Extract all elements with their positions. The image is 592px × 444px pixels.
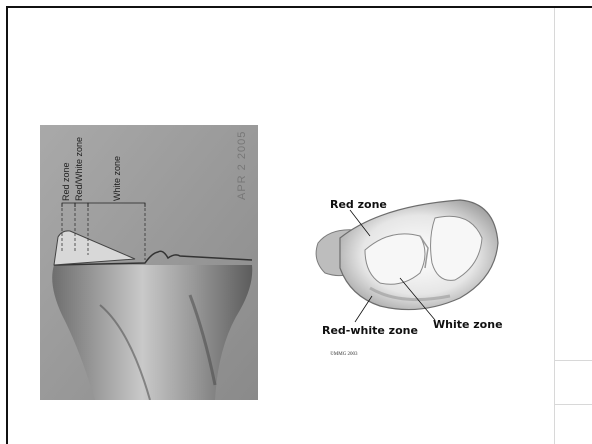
photo-label-red-white-zone: Red/White zone	[74, 137, 84, 201]
meniscus-illustration	[310, 188, 510, 368]
label-white-zone: White zone	[433, 318, 503, 331]
side-panel	[554, 8, 592, 444]
knee-photo: Red zone Red/White zone White zone APR 2…	[40, 125, 258, 400]
copyright-text: ©MMG 2003	[330, 352, 358, 357]
photo-label-red-zone: Red zone	[61, 162, 71, 201]
photo-date-stamp: APR 2 2005	[236, 131, 248, 200]
label-red-zone: Red zone	[330, 198, 387, 211]
photo-label-white-zone: White zone	[112, 156, 122, 201]
side-panel-divider	[555, 404, 592, 405]
label-red-white-zone: Red-white zone	[322, 324, 418, 337]
side-panel-divider	[555, 360, 592, 361]
